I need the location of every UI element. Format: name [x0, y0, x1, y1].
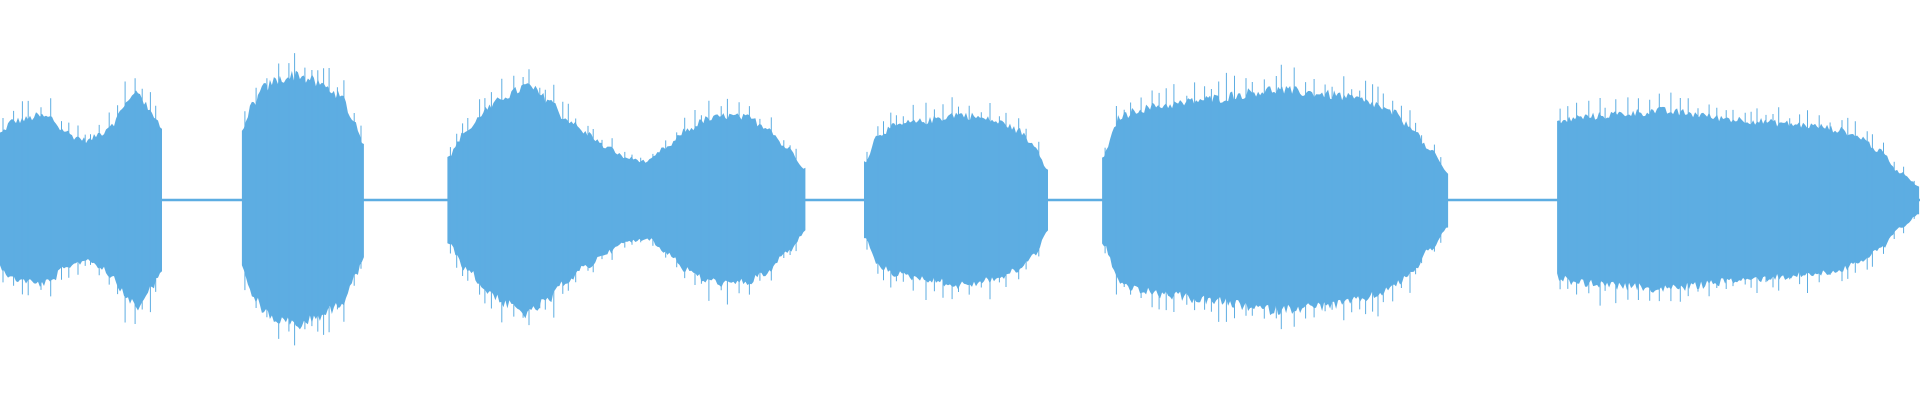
waveform-segment-4 — [864, 112, 1048, 290]
waveform-segment-6 — [1557, 106, 1920, 293]
waveform-segment-5 — [1102, 86, 1449, 316]
waveform-segment-2 — [241, 70, 364, 330]
waveform-segment-1 — [0, 90, 162, 311]
waveform-segment-3 — [447, 83, 806, 319]
waveform-segments — [0, 53, 1920, 346]
